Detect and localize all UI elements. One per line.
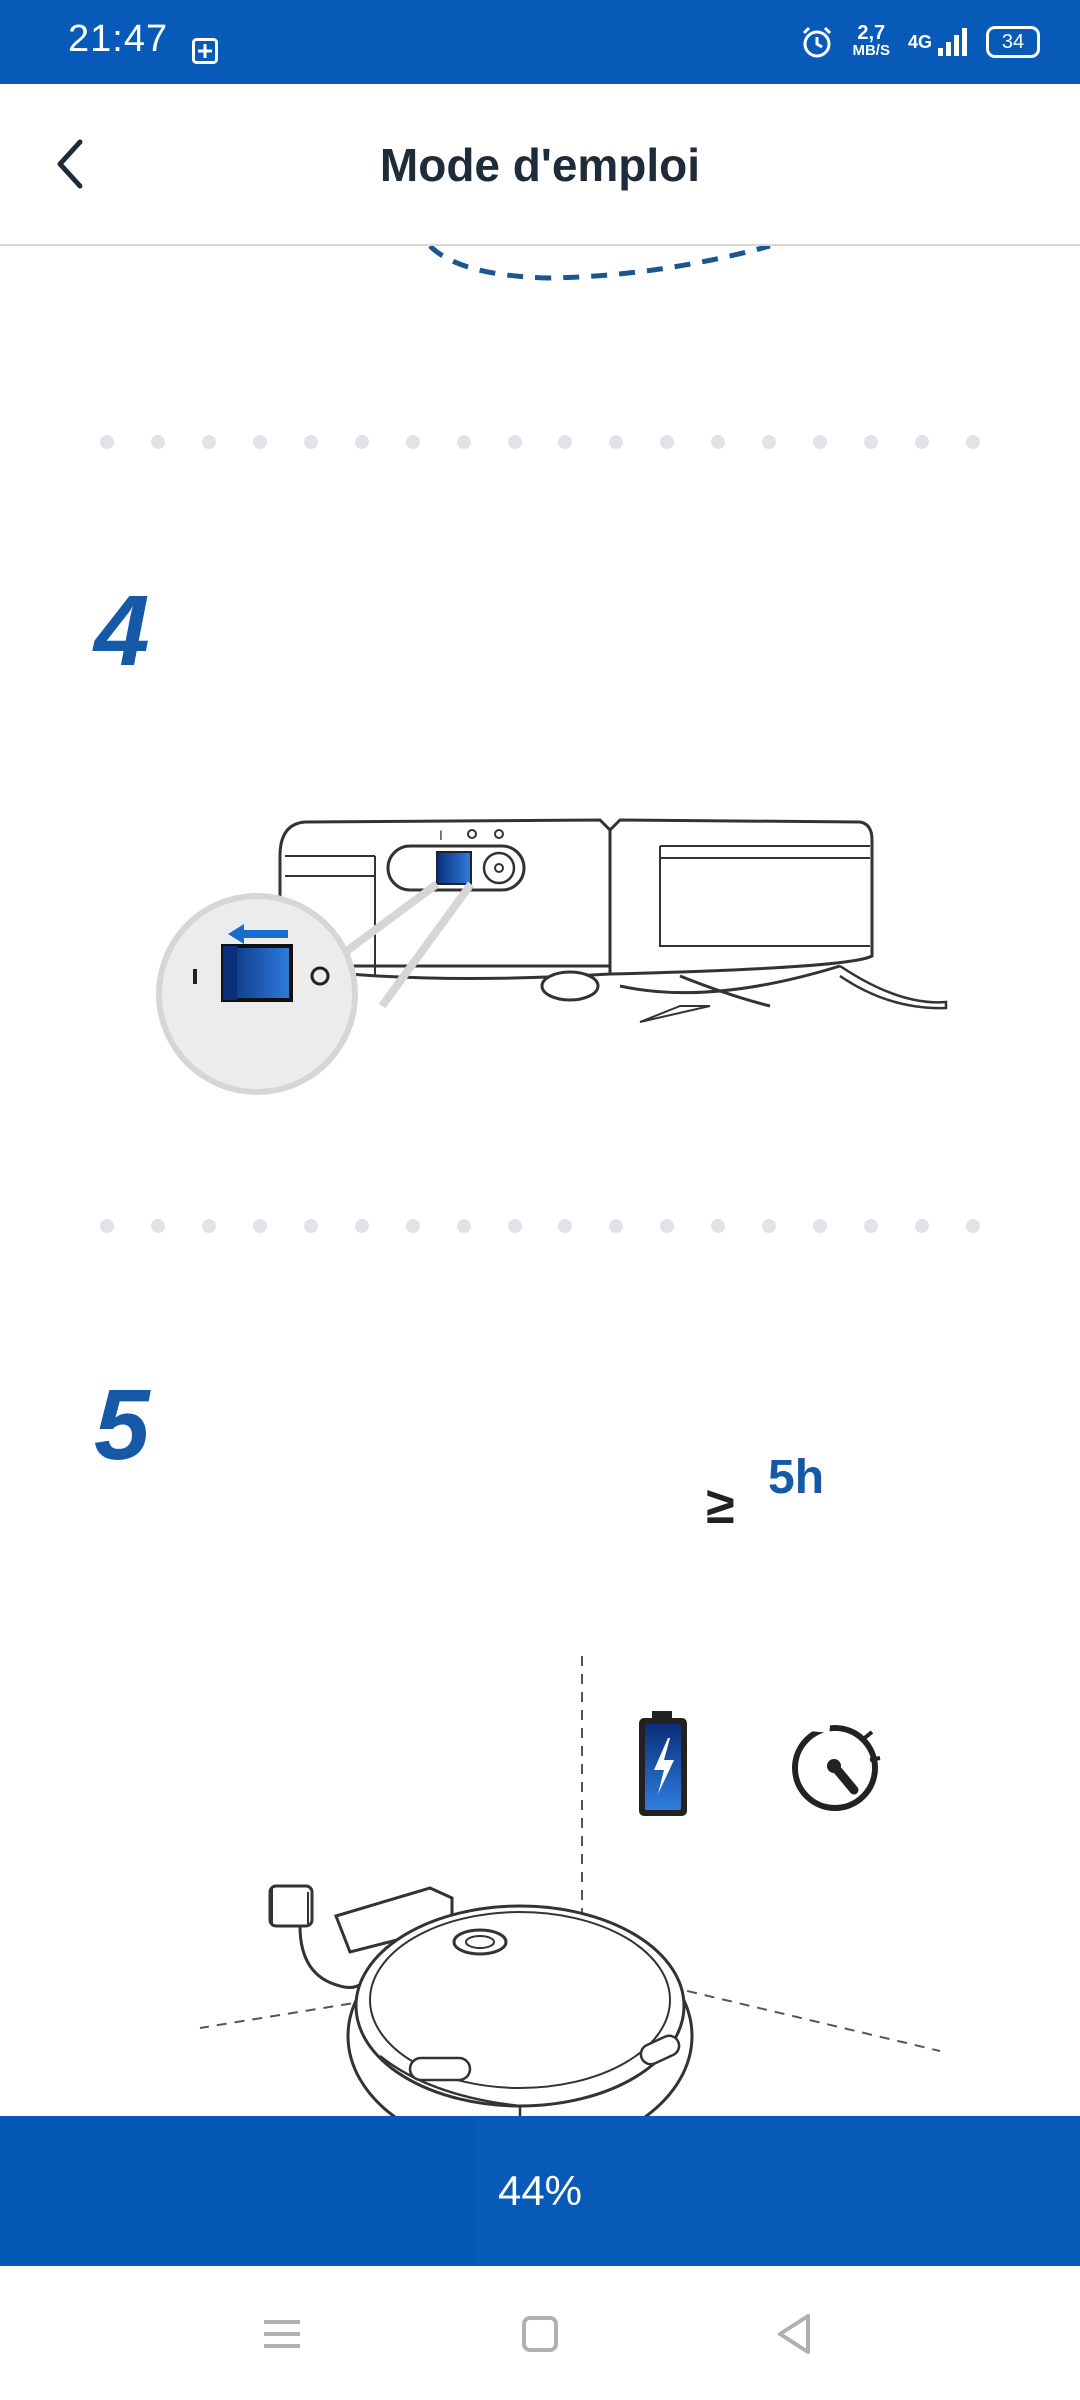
manual-content[interactable]: 4 I bbox=[0, 246, 1080, 2116]
status-bar: 21:47 2,7 MB/S 4G 34 bbox=[0, 0, 1080, 84]
network-type: 4G bbox=[908, 26, 968, 58]
alarm-icon bbox=[803, 26, 832, 58]
robot-power-switch-illustration: I bbox=[156, 818, 948, 1095]
menu-icon[interactable] bbox=[250, 2302, 314, 2366]
speed-value: 2,7 bbox=[857, 22, 886, 44]
previous-step-dashed-curve bbox=[428, 246, 771, 281]
battery-level: 34 bbox=[1001, 30, 1025, 53]
status-time: 21:47 bbox=[68, 18, 169, 60]
download-progress-bar: 44% bbox=[0, 2116, 1080, 2266]
step-divider bbox=[100, 432, 980, 452]
progress-fill bbox=[0, 2116, 476, 2266]
progress-label: 44% bbox=[497, 2167, 583, 2214]
page-title: Mode d'emploi bbox=[379, 139, 701, 191]
signal-icon bbox=[938, 28, 967, 56]
svg-text:I: I bbox=[439, 827, 443, 843]
home-icon[interactable] bbox=[508, 2302, 572, 2366]
step-number: 4 bbox=[94, 575, 150, 687]
charge-duration-label: 5h bbox=[768, 1451, 825, 1504]
network-speed: 2,7 MB/S bbox=[852, 22, 890, 60]
step-divider bbox=[100, 1216, 980, 1236]
step-number: 5 bbox=[94, 1369, 150, 1481]
back-arrow-icon[interactable] bbox=[40, 128, 112, 200]
robot-charging-illustration bbox=[199, 1656, 941, 2116]
back-triangle-icon[interactable] bbox=[762, 2302, 826, 2366]
network-label: 4G bbox=[907, 31, 932, 52]
battery-indicator: 34 bbox=[986, 26, 1040, 58]
speed-unit: MB/S bbox=[852, 42, 890, 59]
system-nav-bar bbox=[0, 2266, 1080, 2400]
greater-equal-sign: ≥ bbox=[706, 1477, 735, 1535]
app-header: Mode d'emploi bbox=[0, 84, 1080, 246]
notification-plus-icon bbox=[192, 38, 218, 64]
